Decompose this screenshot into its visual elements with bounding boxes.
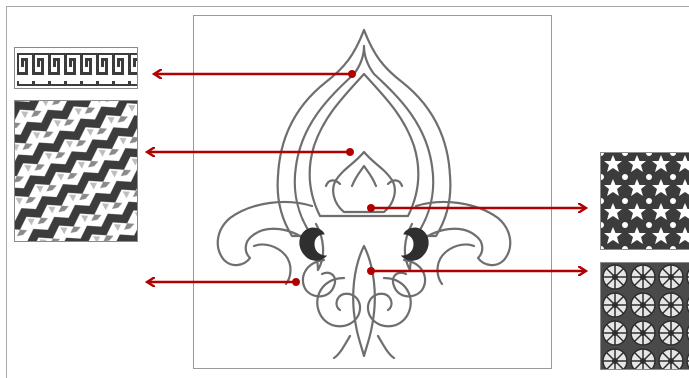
arrow-2 [148,148,354,156]
arrow-origin-dot [367,267,375,275]
arrow-origin-dot [367,204,375,212]
arrow-3 [367,204,585,212]
arrow-1 [155,70,356,78]
arrow-4 [148,278,300,286]
arrow-5 [367,267,585,275]
arrow-origin-dot [346,148,354,156]
arrow-origin-dot [348,70,356,78]
arrow-origin-dot [292,278,300,286]
